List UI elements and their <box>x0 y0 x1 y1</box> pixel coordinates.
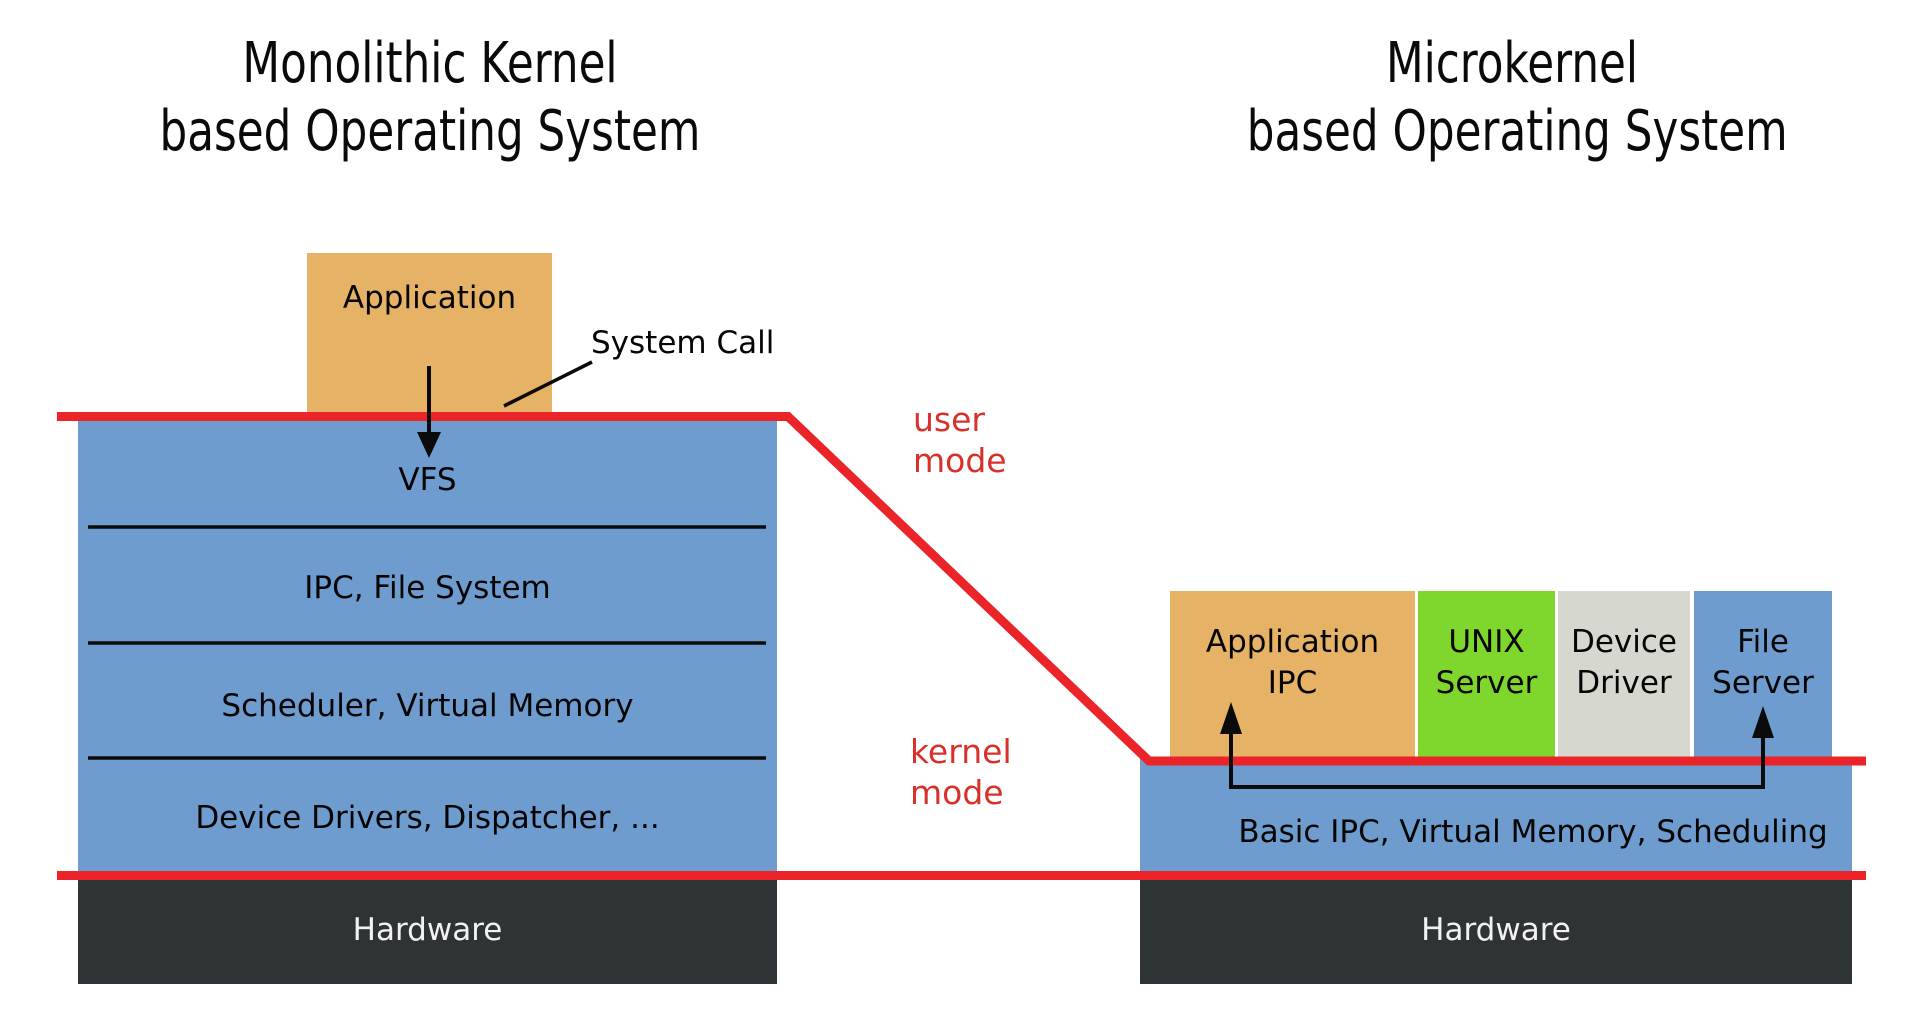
monolithic-title-line2: based Operating System <box>159 99 701 164</box>
application-ipc-box: Application IPC <box>1170 591 1415 757</box>
microkernel-hardware-box: Hardware <box>1140 875 1852 984</box>
application-box: Application <box>307 253 552 413</box>
monolithic-hardware-label: Hardware <box>352 911 503 948</box>
system-call-label: System Call <box>591 325 775 361</box>
microkernel-title: Microkernel based Operating System <box>1246 30 1788 166</box>
kernel-mode-line1: kernel <box>910 732 1012 771</box>
microkernel-hardware-label: Hardware <box>1421 911 1571 948</box>
device-driver-box: Device Driver <box>1558 591 1690 757</box>
application-ipc-line1: Application <box>1205 624 1380 660</box>
device-driver-line1: Device <box>1570 624 1678 660</box>
layer-ipc-file-system: IPC, File System <box>304 570 551 606</box>
file-server-box: File Server <box>1694 591 1832 757</box>
monolithic-title: Monolithic Kernel based Operating System <box>140 30 720 166</box>
application-label: Application <box>342 280 517 316</box>
unix-server-box: UNIX Server <box>1418 591 1555 757</box>
file-server-line1: File <box>1737 624 1789 660</box>
user-mode-line1: user <box>913 400 985 439</box>
microkernel-kernel-label: Basic IPC, Virtual Memory, Scheduling <box>1238 814 1828 850</box>
unix-server-line2: Server <box>1435 665 1538 701</box>
monolithic-hardware-box: Hardware <box>78 875 777 984</box>
user-mode-line2: mode <box>913 441 1007 480</box>
monolithic-title-line1: Monolithic Kernel <box>242 31 618 96</box>
device-driver-line2: Driver <box>1576 665 1672 701</box>
unix-server-line1: UNIX <box>1448 624 1525 660</box>
kernel-mode-label: kernel mode <box>910 731 1012 813</box>
microkernel-title-line1: Microkernel <box>1385 31 1639 96</box>
kernel-mode-line2: mode <box>910 773 1004 812</box>
user-mode-label: user mode <box>913 399 1007 481</box>
layer-scheduler-vm: Scheduler, Virtual Memory <box>221 688 634 724</box>
layer-device-drivers: Device Drivers, Dispatcher, ... <box>195 800 660 836</box>
application-ipc-line2: IPC <box>1267 665 1318 701</box>
microkernel-title-line2: based Operating System <box>1246 99 1788 164</box>
layer-vfs: VFS <box>398 462 457 498</box>
file-server-line2: Server <box>1712 665 1814 701</box>
